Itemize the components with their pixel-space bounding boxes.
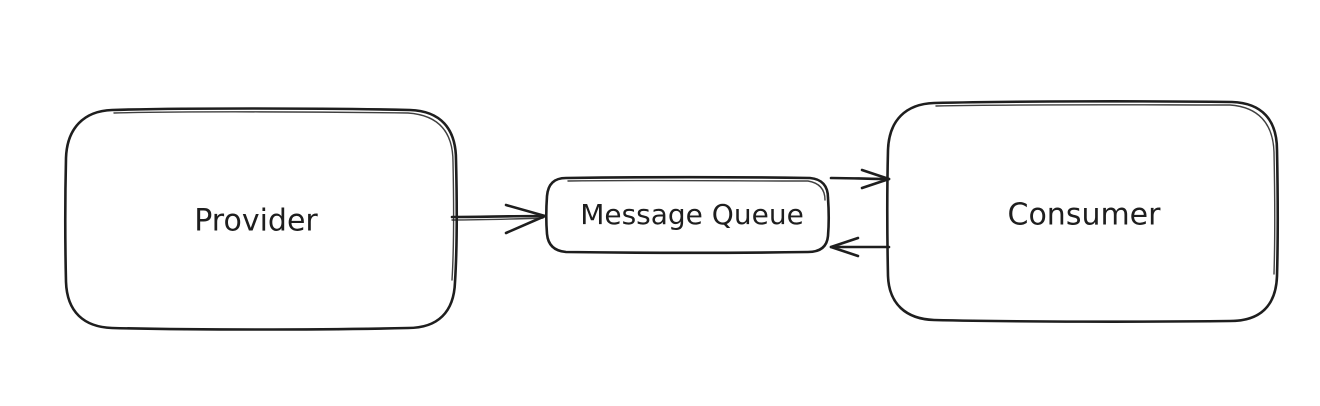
provider-label: Provider xyxy=(194,204,318,239)
arrow-queue-to-consumer xyxy=(829,168,891,190)
arrow-provider-to-queue xyxy=(450,203,547,235)
consumer-node[interactable]: Consumer xyxy=(885,100,1280,323)
provider-node[interactable]: Provider xyxy=(63,107,458,331)
message-queue-label: Message Queue xyxy=(580,198,804,231)
message-queue-node[interactable]: Message Queue xyxy=(544,175,831,255)
arrow-consumer-to-queue xyxy=(829,236,891,258)
consumer-label: Consumer xyxy=(1008,198,1162,233)
